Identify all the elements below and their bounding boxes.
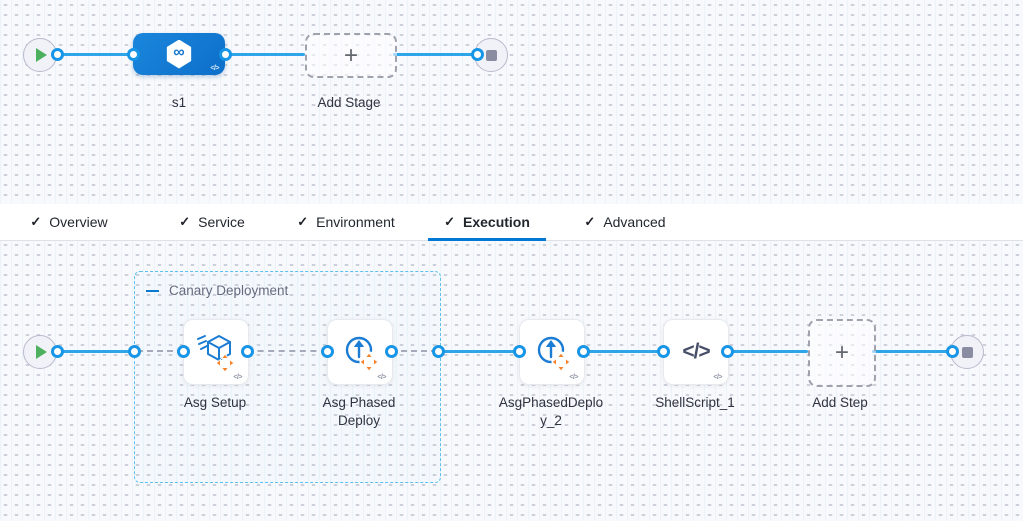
connector-line-dashed bbox=[391, 350, 437, 352]
port bbox=[385, 345, 398, 358]
play-icon bbox=[36, 345, 47, 359]
port bbox=[128, 345, 141, 358]
port bbox=[127, 48, 140, 61]
tab-label: Advanced bbox=[603, 214, 666, 230]
stage-label: s1 bbox=[171, 95, 187, 110]
add-stage-button[interactable]: + bbox=[305, 33, 397, 78]
cd-pipeline-hexagon-icon: ∞ bbox=[166, 39, 192, 69]
connector-line bbox=[225, 53, 305, 56]
shell-script-icon: </> bbox=[682, 340, 710, 363]
port bbox=[51, 48, 64, 61]
plus-icon: + bbox=[343, 41, 358, 69]
add-stage-label: Add Stage bbox=[317, 95, 381, 110]
connector-line bbox=[583, 350, 663, 353]
check-icon: ✓ bbox=[584, 214, 596, 229]
stop-icon bbox=[961, 346, 973, 358]
port bbox=[51, 345, 64, 358]
add-step-label: Add Step bbox=[812, 395, 868, 410]
port bbox=[577, 345, 590, 358]
step-node-asg-setup[interactable]: </> bbox=[183, 319, 249, 385]
check-icon: ✓ bbox=[30, 214, 42, 229]
connector-line bbox=[57, 53, 133, 56]
stop-icon bbox=[485, 49, 497, 61]
port bbox=[471, 48, 484, 61]
connector-line bbox=[439, 350, 519, 353]
tab-label: Service bbox=[198, 214, 245, 230]
step-node-asg-phased-deploy[interactable]: </> bbox=[327, 319, 393, 385]
step-label: ShellScript_1 bbox=[655, 395, 735, 410]
connector-line bbox=[727, 350, 808, 353]
step-label: AsgPhasedDeploy_2 bbox=[498, 395, 604, 428]
check-icon: ✓ bbox=[444, 214, 455, 229]
port bbox=[721, 345, 734, 358]
tab-environment[interactable]: ✓ Environment bbox=[282, 204, 410, 240]
step-node-asg-phased-deploy-2[interactable]: </> bbox=[519, 319, 585, 385]
port bbox=[513, 345, 526, 358]
tab-overview[interactable]: ✓ Overview bbox=[10, 204, 128, 240]
stage-config-tabbar: ✓ Overview ✓ Service ✓ Environment ✓ Exe… bbox=[0, 204, 1023, 241]
step-node-shellscript-1[interactable]: </> </> bbox=[663, 319, 729, 385]
yaml-code-icon: </> bbox=[569, 374, 578, 381]
connector-line-dashed bbox=[137, 350, 183, 352]
asg-phased-deploy-icon bbox=[345, 336, 379, 372]
step-label: Asg Phased Deploy bbox=[322, 395, 396, 428]
yaml-code-icon: </> bbox=[233, 374, 242, 381]
step-group-canary-deployment[interactable] bbox=[134, 271, 441, 483]
tab-label: Overview bbox=[49, 214, 108, 230]
connector-line bbox=[393, 53, 477, 56]
check-icon: ✓ bbox=[297, 214, 309, 229]
step-label: Asg Setup bbox=[183, 395, 247, 410]
connector-line bbox=[872, 350, 952, 353]
port bbox=[657, 345, 670, 358]
tab-execution[interactable]: ✓ Execution bbox=[428, 204, 546, 241]
add-step-button[interactable]: + bbox=[808, 319, 876, 387]
tab-service[interactable]: ✓ Service bbox=[156, 204, 268, 240]
step-group-label: Canary Deployment bbox=[169, 283, 289, 298]
port bbox=[241, 345, 254, 358]
tab-label: Environment bbox=[316, 214, 395, 230]
port bbox=[177, 345, 190, 358]
stage-node-s1[interactable]: ∞ </> bbox=[133, 33, 225, 75]
stage-canvas[interactable]: ∞ </> + s1 Add Stage bbox=[0, 0, 1023, 205]
check-icon: ✓ bbox=[179, 214, 191, 229]
tab-advanced[interactable]: ✓ Advanced bbox=[572, 204, 678, 240]
collapse-group-icon[interactable] bbox=[146, 289, 159, 292]
asg-setup-icon bbox=[197, 335, 235, 373]
asg-phased-deploy-icon bbox=[537, 336, 571, 372]
plus-icon: + bbox=[834, 339, 849, 366]
port bbox=[321, 345, 334, 358]
yaml-code-icon: </> bbox=[713, 374, 722, 381]
port bbox=[219, 48, 232, 61]
yaml-code-icon: </> bbox=[210, 65, 219, 72]
step-group-header: Canary Deployment bbox=[146, 283, 288, 298]
connector-line-dashed bbox=[247, 350, 327, 352]
tab-label: Execution bbox=[463, 214, 530, 230]
port bbox=[432, 345, 445, 358]
connector-line bbox=[57, 350, 135, 353]
play-icon bbox=[36, 48, 47, 62]
port bbox=[946, 345, 959, 358]
yaml-code-icon: </> bbox=[377, 374, 386, 381]
